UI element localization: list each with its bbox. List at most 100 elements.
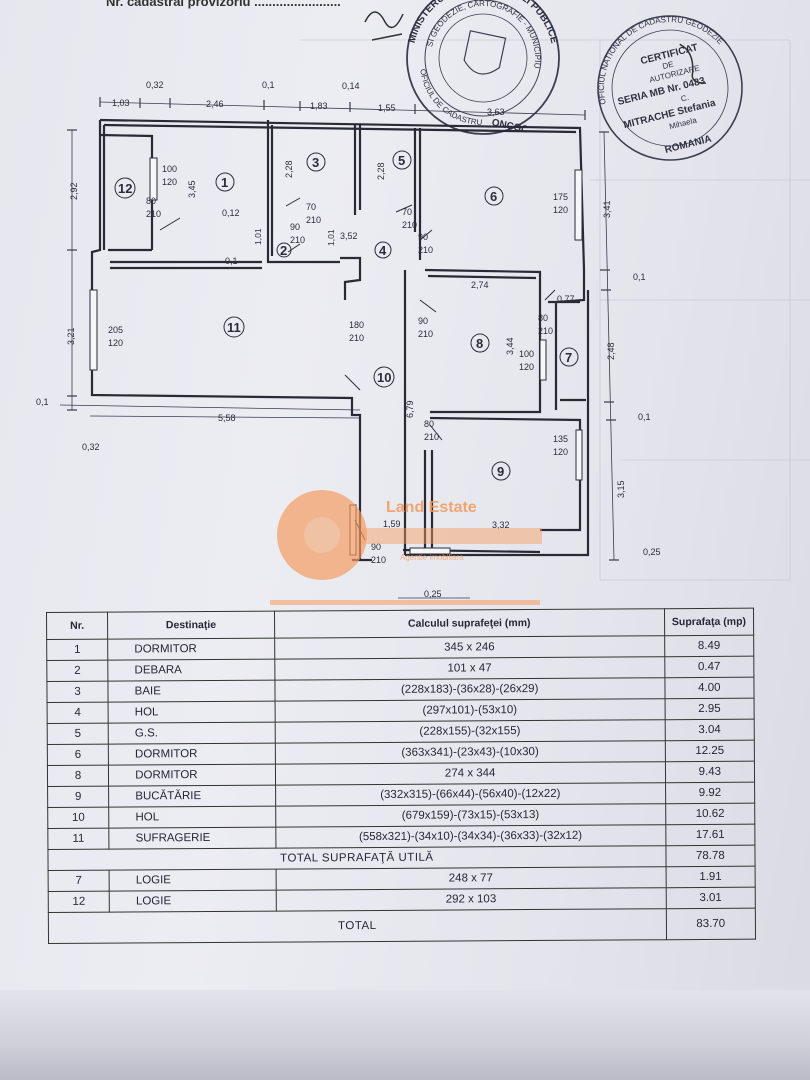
svg-text:1: 1 bbox=[221, 175, 228, 190]
svg-text:80: 80 bbox=[146, 196, 156, 206]
room-12-marker: 12 bbox=[114, 177, 136, 199]
background-lines bbox=[300, 39, 810, 581]
svg-text:210: 210 bbox=[418, 329, 433, 339]
svg-text:10: 10 bbox=[377, 370, 391, 385]
certificate-de: DE bbox=[662, 60, 675, 71]
svg-text:2,28: 2,28 bbox=[376, 162, 386, 180]
svg-text:1,55: 1,55 bbox=[378, 103, 396, 113]
svg-text:0,1: 0,1 bbox=[262, 80, 275, 90]
room-4-marker: 4 bbox=[374, 241, 392, 259]
certificate-class: C. bbox=[680, 93, 690, 104]
stamp-ring-bottom: OFICIUL DE CADASTRU bbox=[409, 67, 492, 129]
svg-text:210: 210 bbox=[402, 220, 417, 230]
svg-text:2,28: 2,28 bbox=[284, 160, 294, 178]
svg-text:210: 210 bbox=[538, 326, 553, 336]
svg-text:1,59: 1,59 bbox=[383, 519, 401, 529]
svg-text:80: 80 bbox=[538, 313, 548, 323]
svg-text:180: 180 bbox=[349, 320, 364, 330]
svg-text:2: 2 bbox=[280, 243, 287, 258]
svg-text:80: 80 bbox=[424, 419, 434, 429]
svg-text:0,32: 0,32 bbox=[146, 80, 164, 90]
svg-text:210: 210 bbox=[290, 235, 305, 245]
svg-text:0,14: 0,14 bbox=[342, 81, 360, 91]
svg-text:12: 12 bbox=[118, 181, 132, 196]
svg-text:6,79: 6,79 bbox=[405, 400, 415, 418]
svg-text:1,01: 1,01 bbox=[326, 229, 336, 246]
coat-of-arms-icon bbox=[463, 30, 507, 75]
svg-text:3,21: 3,21 bbox=[66, 327, 76, 345]
svg-text:0,1: 0,1 bbox=[633, 272, 646, 282]
brand-name: Land Estate bbox=[386, 499, 477, 516]
signature-scribble bbox=[364, 11, 404, 41]
table-header-row: Nr. Destinaţie Calculul suprafeţei (mm) … bbox=[46, 608, 754, 640]
room-6-marker: 6 bbox=[484, 186, 504, 206]
svg-text:0,1: 0,1 bbox=[36, 397, 49, 407]
svg-text:210: 210 bbox=[371, 555, 386, 565]
svg-text:0,1: 0,1 bbox=[225, 256, 238, 266]
svg-text:3,15: 3,15 bbox=[616, 480, 626, 498]
svg-text:2,74: 2,74 bbox=[471, 280, 489, 290]
svg-text:90: 90 bbox=[418, 316, 428, 326]
svg-text:1,03: 1,03 bbox=[112, 98, 130, 108]
svg-text:1,83: 1,83 bbox=[310, 101, 328, 111]
grand-total-label: TOTAL bbox=[48, 908, 667, 944]
page-shadow bbox=[0, 990, 810, 1080]
dimension-labels: 0,32 0,1 0,14 1,03 2,46 1,83 1,55 3,63 2… bbox=[36, 80, 661, 599]
svg-text:210: 210 bbox=[146, 209, 161, 219]
certificate-city: ROMANIA bbox=[664, 134, 713, 156]
svg-text:90: 90 bbox=[418, 232, 428, 242]
room-7-marker: 7 bbox=[559, 347, 579, 367]
svg-text:175: 175 bbox=[553, 192, 568, 202]
header-area: Suprafaţa (mp) bbox=[664, 608, 754, 636]
svg-text:120: 120 bbox=[162, 177, 177, 187]
svg-text:1,01: 1,01 bbox=[253, 228, 263, 245]
cadastral-number-line: Nr. cadastral provizoriu ...............… bbox=[106, 0, 341, 9]
svg-text:5,58: 5,58 bbox=[218, 413, 236, 423]
grand-total-row: TOTAL 83.70 bbox=[48, 908, 756, 944]
svg-text:6: 6 bbox=[490, 189, 497, 204]
svg-text:2,48: 2,48 bbox=[606, 342, 616, 360]
svg-text:3,32: 3,32 bbox=[492, 520, 510, 530]
svg-text:3,52: 3,52 bbox=[340, 231, 358, 241]
key-logo-icon bbox=[277, 490, 542, 580]
svg-text:3,41: 3,41 bbox=[602, 200, 612, 218]
room-9-marker: 9 bbox=[491, 461, 511, 481]
svg-text:0,25: 0,25 bbox=[643, 547, 661, 557]
svg-text:0,1: 0,1 bbox=[638, 412, 651, 422]
svg-text:3,63: 3,63 bbox=[487, 107, 505, 117]
svg-text:100: 100 bbox=[162, 164, 177, 174]
svg-text:2,92: 2,92 bbox=[69, 182, 79, 200]
floor-plan: MINISTERUL ADMINISTRATIEI PUBLICE SI GEO… bbox=[36, 0, 810, 605]
svg-text:8: 8 bbox=[476, 336, 483, 351]
room-2-marker: 2 bbox=[276, 242, 292, 258]
room-11-marker: 11 bbox=[223, 316, 245, 338]
svg-text:90: 90 bbox=[371, 542, 381, 552]
svg-text:210: 210 bbox=[306, 215, 321, 225]
svg-text:3,44: 3,44 bbox=[505, 337, 515, 355]
header-calculation: Calculul suprafeţei (mm) bbox=[274, 608, 665, 639]
svg-text:210: 210 bbox=[424, 432, 439, 442]
svg-text:4: 4 bbox=[379, 243, 387, 258]
svg-text:3: 3 bbox=[312, 155, 319, 170]
svg-text:7: 7 bbox=[565, 350, 572, 365]
svg-text:3,45: 3,45 bbox=[187, 180, 197, 198]
total-usable-value: 78.78 bbox=[665, 845, 756, 867]
svg-text:0,12: 0,12 bbox=[222, 208, 240, 218]
svg-text:120: 120 bbox=[553, 205, 568, 215]
svg-text:0,32: 0,32 bbox=[82, 442, 100, 452]
header-destination: Destinaţie bbox=[107, 611, 275, 640]
svg-text:9: 9 bbox=[497, 464, 504, 479]
svg-text:210: 210 bbox=[349, 333, 364, 343]
certificate-stamp: OFICIUL NATIONAL DE CADASTRU GEODEZIE CE… bbox=[581, 1, 743, 161]
svg-text:70: 70 bbox=[402, 207, 412, 217]
svg-text:120: 120 bbox=[108, 338, 123, 348]
room-1-marker: 1 bbox=[215, 172, 235, 192]
header-nr: Nr. bbox=[46, 612, 108, 640]
area-table: Nr. Destinaţie Calculul suprafeţei (mm) … bbox=[46, 608, 756, 944]
dimension-lines bbox=[59, 97, 619, 599]
room-8-marker: 8 bbox=[470, 333, 490, 353]
svg-text:120: 120 bbox=[553, 447, 568, 457]
brand-subtitle: Agentie imobiliara bbox=[400, 553, 464, 562]
